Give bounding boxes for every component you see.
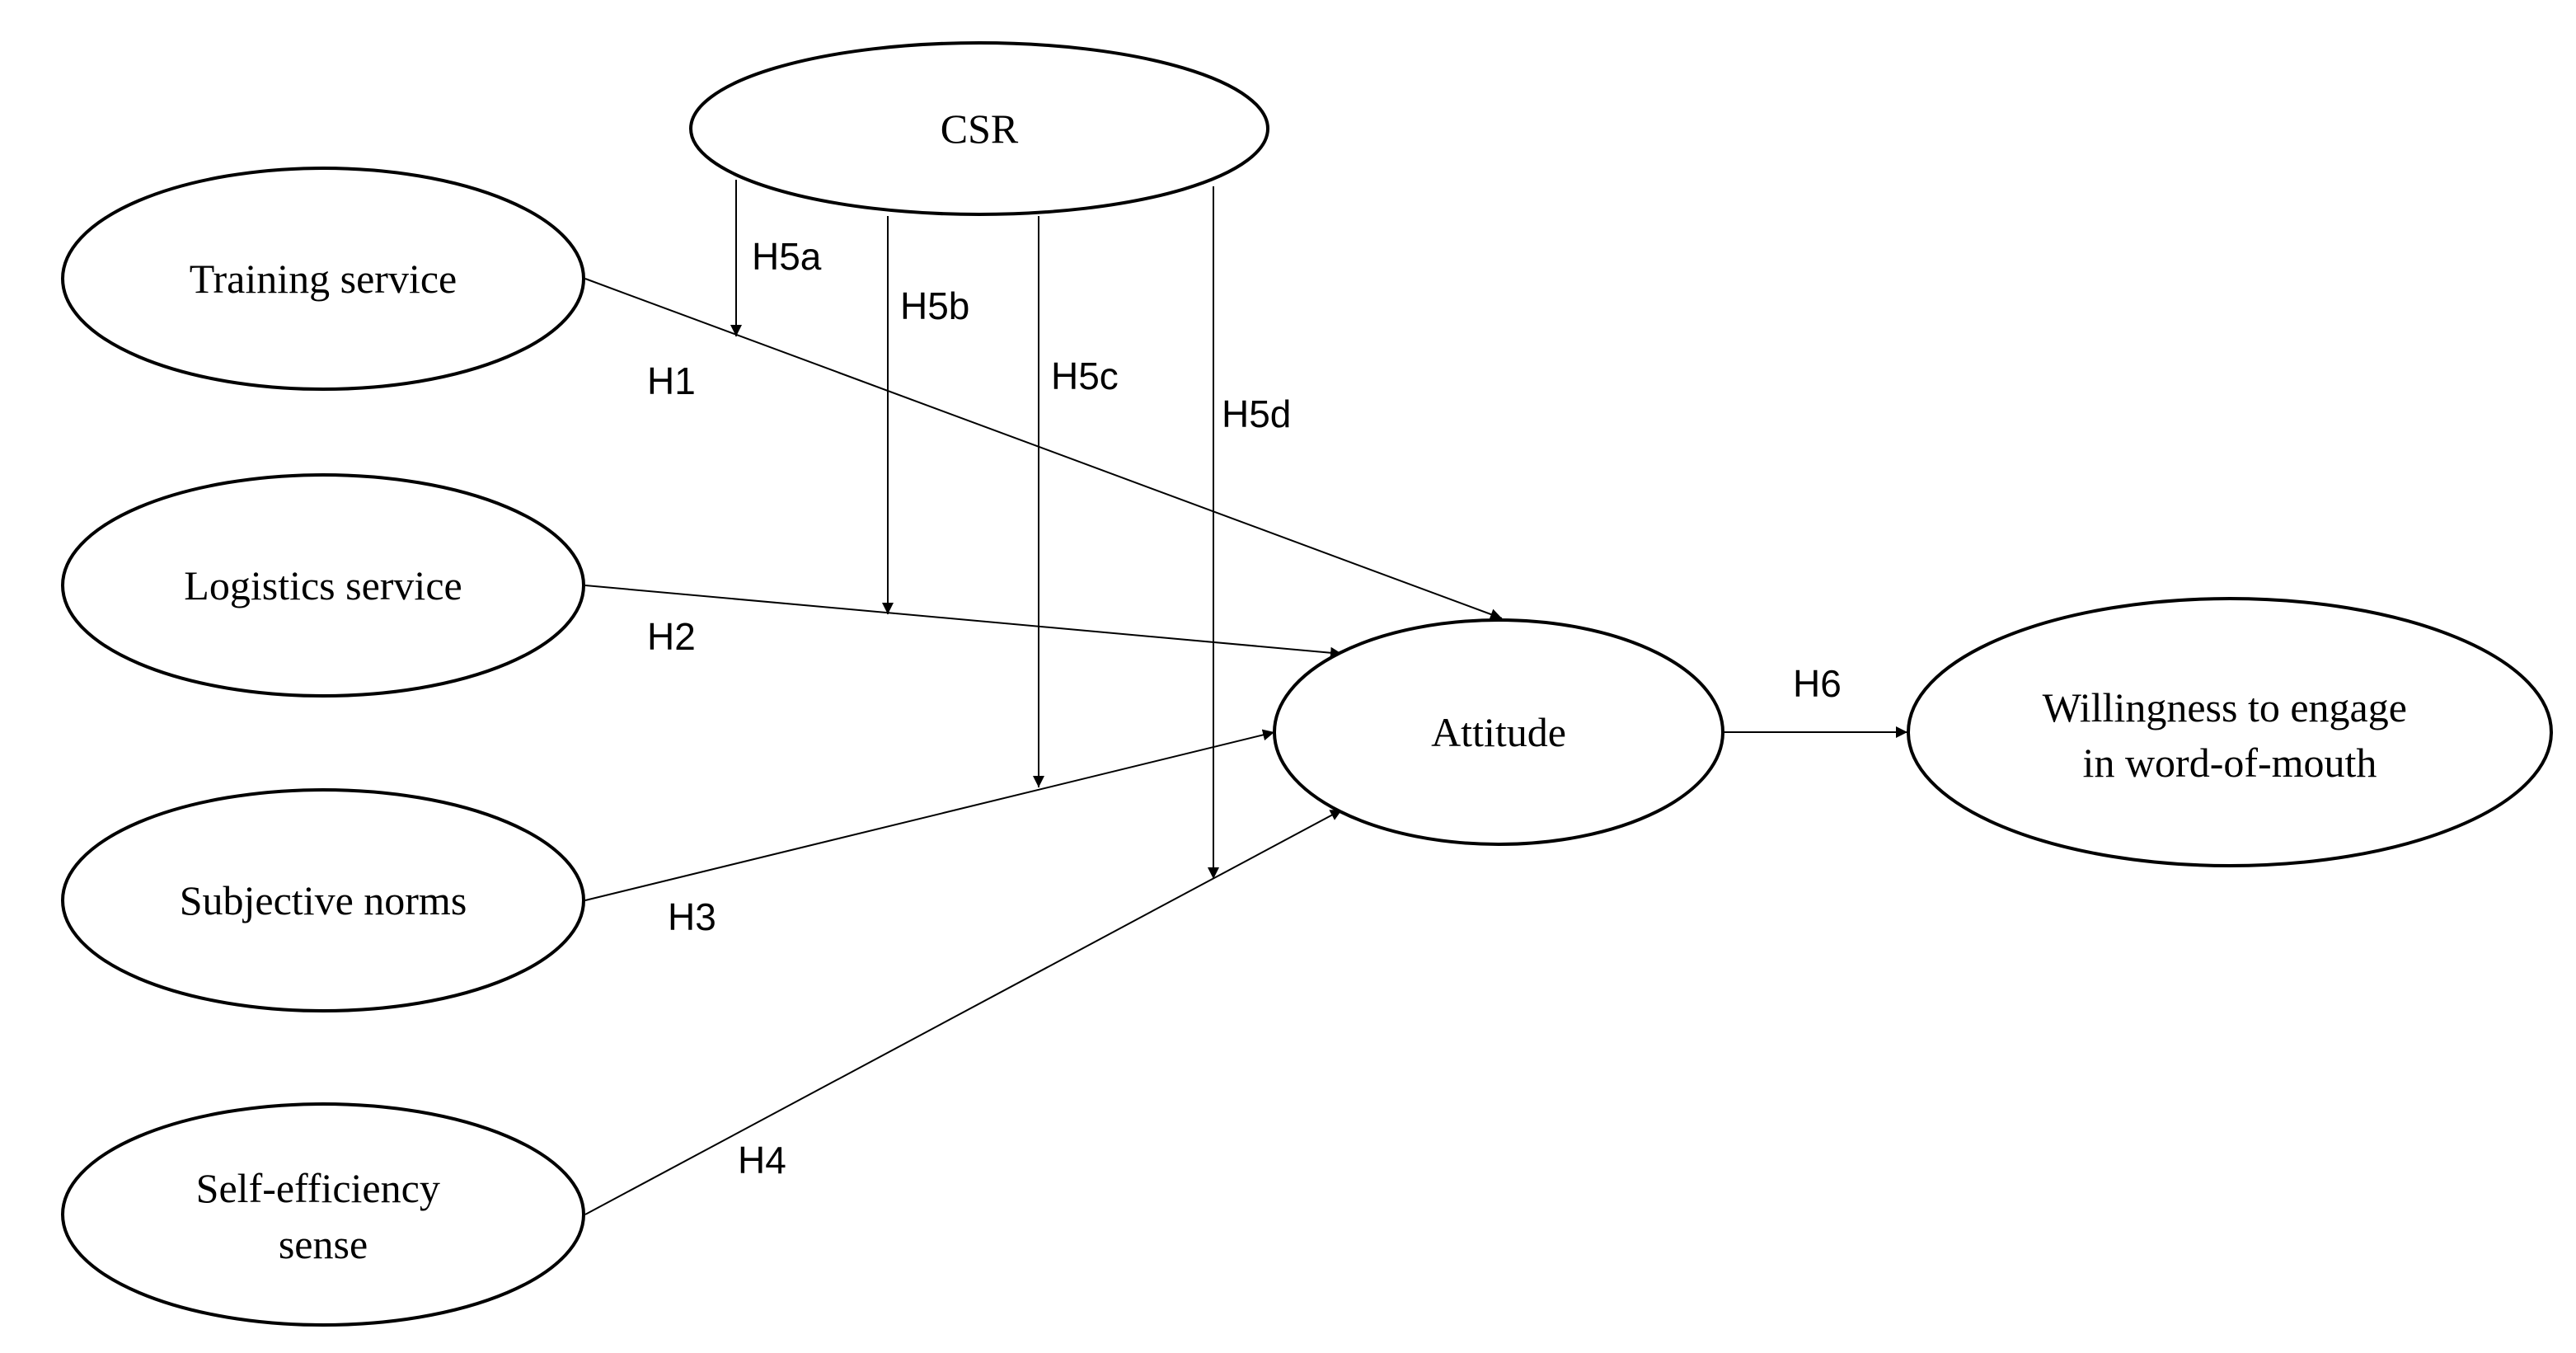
edge-label-h4: H4 xyxy=(738,1139,786,1182)
node-training-service-label: Training service xyxy=(190,256,457,302)
node-subjective-norms: Subjective norms xyxy=(61,788,585,1012)
node-csr: CSR xyxy=(689,41,1269,216)
edge-label-h5b: H5b xyxy=(900,284,969,327)
edge-label-h2: H2 xyxy=(647,615,696,658)
node-csr-label: CSR xyxy=(941,106,1019,152)
node-logistics-service-label: Logistics service xyxy=(184,562,462,608)
edges xyxy=(584,180,1907,1215)
node-willingness-wom-label: Willingness to engage in word-of-mouth xyxy=(2043,684,2418,786)
node-willingness-line-1: Willingness to engage xyxy=(2043,684,2407,731)
edge-label-h6: H6 xyxy=(1793,662,1842,705)
edge-label-h1: H1 xyxy=(647,359,696,402)
edge-label-h3: H3 xyxy=(668,895,716,938)
node-self-efficiency-line-2: sense xyxy=(279,1221,368,1267)
edge-label-h5a: H5a xyxy=(752,235,822,278)
node-attitude: Attitude xyxy=(1273,618,1724,846)
edge-h1-arrow xyxy=(584,278,1503,620)
edge-label-h5d: H5d xyxy=(1222,392,1291,435)
edge-h2-arrow xyxy=(584,585,1343,659)
node-logistics-service: Logistics service xyxy=(61,473,585,698)
node-self-efficiency-sense-label: Self-efficiency sense xyxy=(196,1165,451,1267)
node-training-service: Training service xyxy=(61,167,585,391)
edge-labels: H1 H2 H3 H4 H5a H5b H5c H5d H6 xyxy=(647,235,1842,1182)
edge-h3-arrow xyxy=(584,729,1275,901)
node-willingness-line-2: in word-of-mouth xyxy=(2083,740,2377,786)
node-willingness-wom: Willingness to engage in word-of-mouth xyxy=(1907,597,2553,867)
edge-h4-arrow xyxy=(584,809,1343,1215)
node-self-efficiency-sense: Self-efficiency sense xyxy=(61,1102,585,1327)
node-self-efficiency-line-1: Self-efficiency xyxy=(196,1165,440,1211)
edge-label-h5c: H5c xyxy=(1051,355,1119,397)
node-subjective-norms-label: Subjective norms xyxy=(180,877,467,923)
node-attitude-label: Attitude xyxy=(1431,709,1566,755)
